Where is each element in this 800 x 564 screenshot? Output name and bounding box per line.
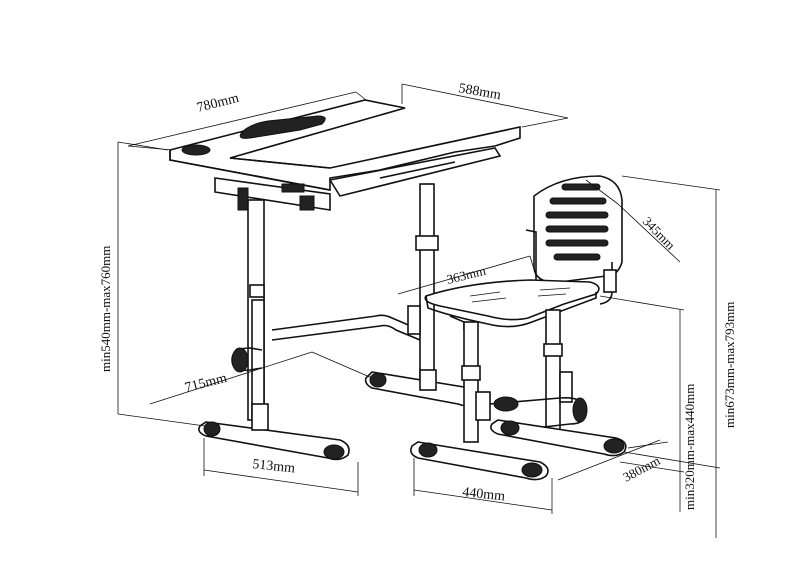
label-chair-base-depth: 380mm bbox=[620, 453, 662, 485]
desk-top bbox=[169, 99, 521, 191]
label-total-height: min673mm-max793mm bbox=[722, 302, 737, 428]
desk bbox=[169, 99, 521, 461]
desk-right-leg bbox=[419, 183, 435, 381]
seat-slots bbox=[469, 287, 571, 303]
label-desk-width: 780mm bbox=[195, 91, 240, 116]
label-seat-height: min320mm-max440mm bbox=[682, 384, 697, 510]
backrest-slots bbox=[545, 183, 609, 261]
desk-left-foot bbox=[198, 421, 350, 461]
desk-pen-slot bbox=[239, 115, 326, 139]
dimension-lines bbox=[117, 83, 721, 538]
label-desk-base-width: 513mm bbox=[252, 457, 296, 476]
label-backrest-height: 345mm bbox=[640, 214, 678, 253]
label-chair-base-width: 440mm bbox=[462, 485, 506, 504]
desk-hook bbox=[237, 187, 249, 211]
label-desk-base-depth: 715mm bbox=[183, 371, 228, 396]
desk-cup-holder bbox=[181, 144, 211, 156]
label-desk-height: min540mm-max760mm bbox=[98, 246, 113, 372]
chair-rear-post bbox=[545, 309, 561, 441]
chair-right-foot bbox=[490, 419, 627, 457]
chair-front-post bbox=[463, 321, 479, 443]
chair-left-foot bbox=[410, 441, 549, 481]
label-desk-depth: 588mm bbox=[457, 81, 502, 103]
chair bbox=[407, 175, 627, 481]
desk-drawer bbox=[328, 147, 502, 197]
